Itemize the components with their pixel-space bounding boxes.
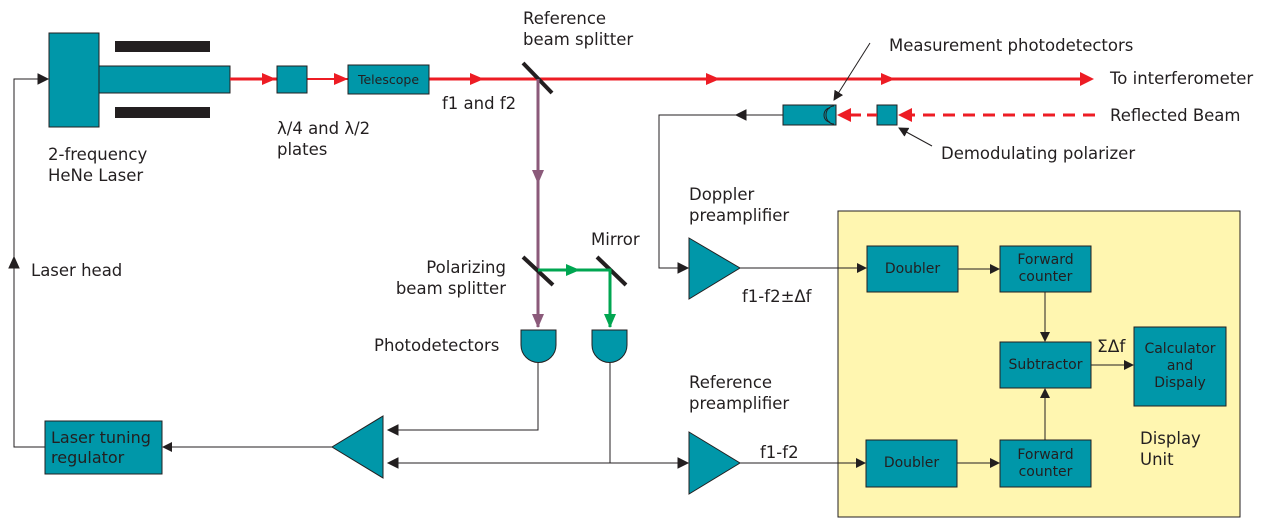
laser-label: 2-frequency HeNe Laser [48,144,147,186]
forward-counter-top-line1: Forward [1017,252,1074,268]
reflected-beam-label: Reflected Beam [1110,106,1241,125]
doppler-preamp-label-line2: preamplifier [689,206,790,225]
display-unit-label: Display Unit [1140,428,1201,470]
doubler-top-label: Doubler [884,260,941,277]
beam-label: f1 and f2 [442,94,517,113]
subtractor-label: Subtractor [1008,356,1083,373]
laser-label-line1: 2-frequency [48,145,148,164]
subtractor [999,341,1092,389]
forward-counter-top [999,245,1092,293]
polarizing-beam-splitter-label-line1: Polarizing [426,258,506,277]
measurement-photodetector [782,104,837,126]
laser-tuning-regulator-label: Laser tuning regulator [45,421,162,474]
mirror-label: Mirror [591,230,640,249]
calculator-display-label: Calculator and Dispaly [1134,327,1226,406]
to-interferometer-label: To interferometer [1110,69,1254,88]
forward-counter-top-line2: counter [1018,269,1073,285]
reference-beam-splitter-label-line1: Reference [523,9,607,28]
doppler-preamp-label-line1: Doppler [689,185,755,204]
demodulating-polarizer-label: Demodulating polarizer [941,144,1136,163]
laser-label-line2: HeNe Laser [48,166,144,185]
photodetector-reference [520,329,557,363]
laser-magnet-bottom [115,107,210,118]
reflected-beam [837,108,1095,122]
reference-beam [532,79,544,328]
doppler-signal-label: f1-f2±Δf [742,287,812,306]
telescope [347,64,430,95]
reference-beam-splitter [521,61,554,95]
doubler-bottom [865,439,958,488]
laser-tuning-regulator [44,420,163,475]
display-unit-label-line1: Display [1140,429,1201,448]
plates-label-line1: λ/4 and λ/2 [277,119,371,138]
forward-counter-top-label: Forward counter [1000,246,1091,292]
laser-tuning-regulator-label-line1: Laser tuning [51,427,151,447]
laser-tuning-regulator-label-line2: regulator [51,447,125,467]
laser-head-feedback-line [8,73,50,448]
plates-label: λ/4 and λ/2 plates [277,118,370,160]
demodulating-polarizer [876,104,898,126]
measurement-photodetectors-leader [833,42,871,101]
reference-signal-lines [386,363,690,469]
photodetectors-label: Photodetectors [374,336,500,355]
sum-delta-f-label: ΣΔf [1097,337,1126,357]
polarized-beam [538,264,616,328]
forward-counter-bottom-label: Forward counter [1000,440,1091,487]
measurement-photodetectors-label: Measurement photodetectors [889,36,1134,55]
doppler-preamp-label: Doppler preamplifier [689,184,789,226]
reference-beam-splitter-label-line2: beam splitter [523,30,634,49]
reference-signal-label: f1-f2 [760,443,799,462]
reference-preamplifier [688,431,741,495]
regulator-amplifier [331,415,384,479]
photodetector-polarized [591,329,628,363]
demodulating-polarizer-leader [898,127,933,147]
calculator-line3: Dispaly [1154,375,1206,391]
measurement-signal-line [658,109,783,274]
display-unit-label-line2: Unit [1140,450,1174,469]
forward-counter-bottom-line2: counter [1018,463,1073,480]
doppler-preamplifier [688,237,741,300]
calculator-line1: Calculator [1144,341,1216,357]
telescope-label: Telescope [357,72,420,87]
hene-laser [48,32,231,128]
reference-preamp-label-line2: preamplifier [689,394,790,413]
calculator-display [1133,326,1227,407]
reference-preamp-label: Reference preamplifier [689,372,789,414]
doubler-bottom-label: Doubler [883,455,940,471]
forward-counter-bottom-line1: Forward [1017,446,1074,463]
calculator-line2: and [1166,358,1194,374]
laser-head-label: Laser head [31,261,123,280]
reference-preamp-label-line1: Reference [689,373,773,392]
laser-magnet-top [115,41,210,52]
reference-beam-splitter-label: Reference beam splitter [523,8,633,50]
polarizing-beam-splitter-label: Polarizing beam splitter [390,257,506,299]
plates-label-line2: plates [277,140,328,159]
doubler-top [866,245,959,293]
wave-plates [276,65,308,94]
forward-counter-bottom [999,439,1092,488]
polarizing-beam-splitter-label-line2: beam splitter [395,279,506,298]
